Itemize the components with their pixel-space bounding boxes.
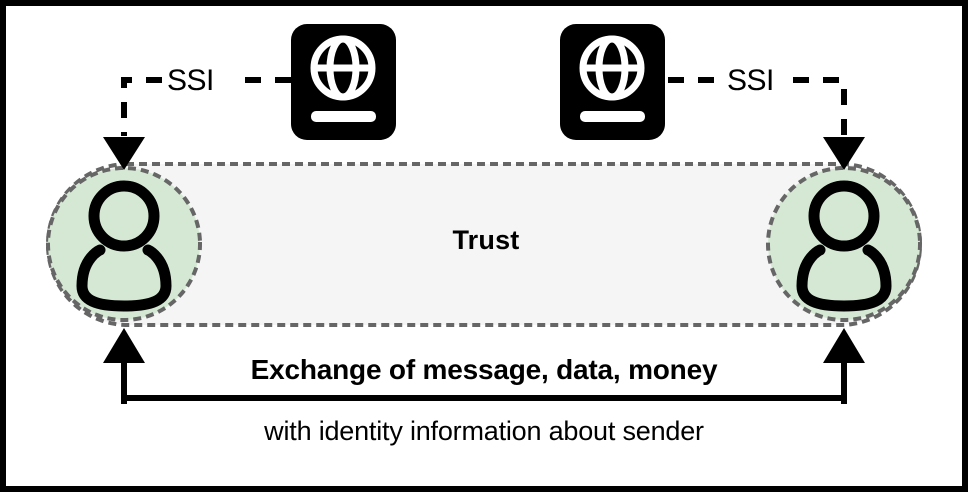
ssi-label-left: SSI (167, 64, 214, 97)
ssi-connector-left (103, 77, 291, 170)
exchange-primary-label: Exchange of message, data, money (250, 354, 718, 385)
ssi-arrowhead-right (823, 137, 865, 170)
passport-right (560, 24, 665, 140)
exchange-arrowhead-left (103, 328, 145, 363)
exchange-secondary-label: with identity information about sender (264, 416, 704, 446)
ssi-arrowhead-left (103, 137, 145, 170)
passport-left (291, 24, 396, 140)
trust-box-label: Trust (452, 225, 520, 255)
person-icon-left (76, 180, 172, 312)
globe-icon-right (579, 35, 645, 101)
exchange-arrowhead-right (823, 328, 865, 363)
person-icon-right (796, 180, 892, 312)
globe-icon-left (310, 35, 376, 101)
ssi-connector-right (668, 77, 865, 170)
exchange-connector (103, 328, 865, 404)
passport-bar-right (580, 111, 645, 122)
ssi-label-right: SSI (727, 64, 774, 97)
passport-bar-left (311, 111, 376, 122)
